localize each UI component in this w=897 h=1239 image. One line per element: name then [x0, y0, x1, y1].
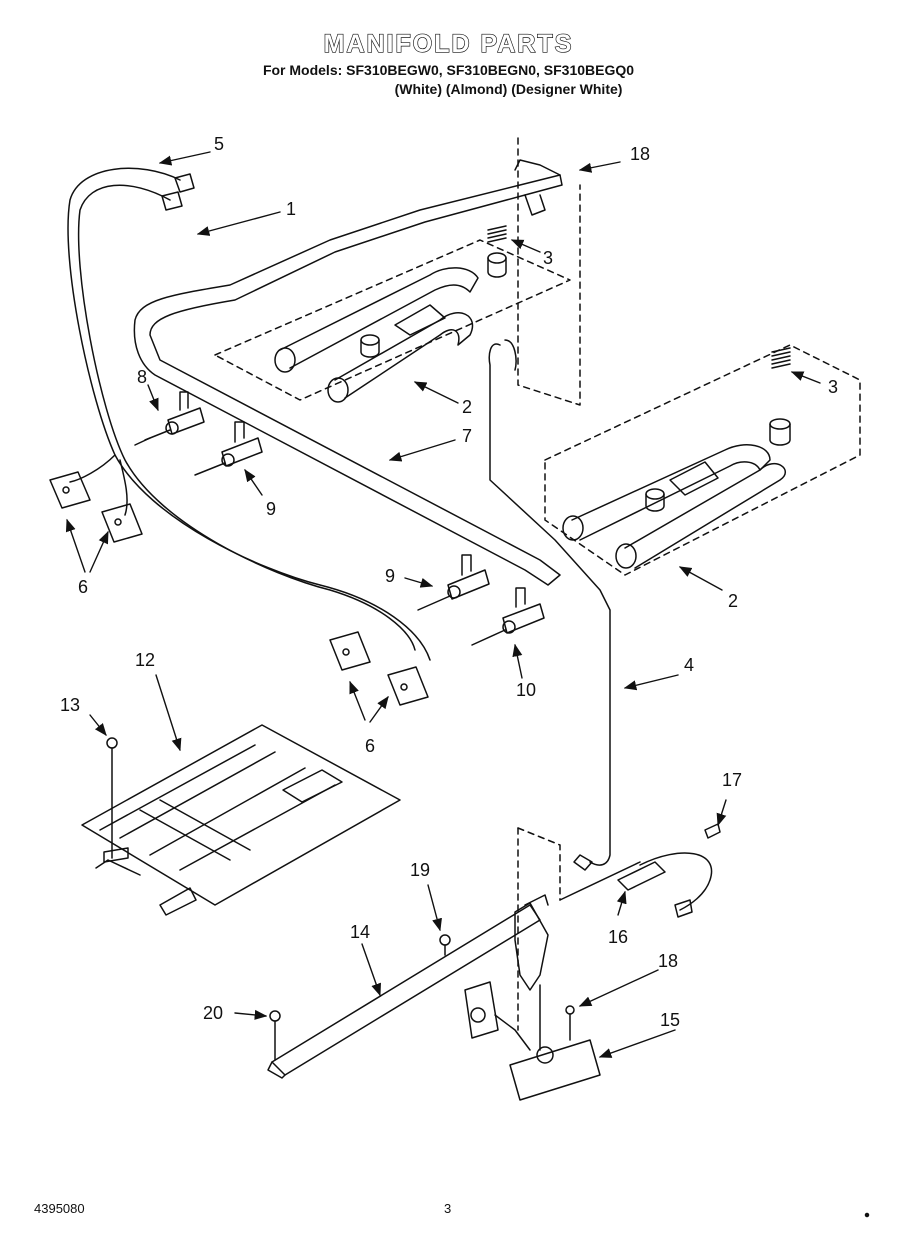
callout-10: 10: [516, 680, 536, 700]
oven-burner-screw: [269, 934, 451, 1061]
callout-16: 16: [608, 927, 628, 947]
callout-18-top: 18: [630, 144, 650, 164]
callout-18-bottom: 18: [658, 951, 678, 971]
callout-9-left: 9: [266, 499, 276, 519]
burner-tube-upper-b: [327, 304, 474, 403]
spring-right: [771, 347, 791, 369]
burner-tube-right-a: [562, 444, 771, 541]
callout-13: 13: [60, 695, 80, 715]
callout-9-right: 9: [385, 566, 395, 586]
burner-box-screw: [103, 737, 129, 863]
burner-cap-right-rear-body: [769, 423, 791, 446]
callout-2-right: 2: [728, 591, 738, 611]
oven-burner: [267, 894, 549, 1079]
callout-6-left: 6: [78, 577, 88, 597]
page-title: MANIFOLD PARTS: [323, 29, 574, 58]
burner-cap-upper-rear-body: [487, 257, 507, 278]
burner-tube-right-b: [615, 461, 786, 569]
callout-19: 19: [410, 860, 430, 880]
burner-cap-upper-rear: [487, 252, 507, 264]
burner-valve-9-left: [194, 421, 263, 476]
burner-cap-right-rear: [769, 418, 791, 430]
callout-8: 8: [137, 367, 147, 387]
burner-tray-rear: [214, 239, 571, 401]
callout-15: 15: [660, 1010, 680, 1030]
callout-17: 17: [722, 770, 742, 790]
burner-valve-9-right: [417, 554, 490, 611]
callout-4: 4: [684, 655, 694, 675]
callout-14: 14: [350, 922, 370, 942]
igniter-wire-harness: [49, 167, 431, 706]
callout-12: 12: [135, 650, 155, 670]
burner-cap-upper: [360, 334, 380, 346]
burner-cap-right: [645, 488, 665, 500]
callout-6-right: 6: [365, 736, 375, 756]
burner-valve-8: [134, 391, 205, 446]
page-number: 3: [444, 1201, 452, 1216]
spring-upper: [487, 225, 507, 243]
burner-cap-upper-body: [360, 339, 380, 358]
burner-cap-right-body: [645, 493, 665, 512]
oven-safety-valve: [464, 981, 601, 1101]
callout-5: 5: [214, 134, 224, 154]
burner-tray-right: [544, 344, 861, 576]
callout-1: 1: [286, 199, 296, 219]
callout-3-right: 3: [828, 377, 838, 397]
callout-leaders: [65, 151, 821, 1058]
callout-2-upper: 2: [462, 397, 472, 417]
model-list: For Models: SF310BEGW0, SF310BEGN0, SF31…: [262, 62, 635, 78]
burner-valve-10: [471, 587, 545, 646]
callout-7: 7: [462, 426, 472, 446]
callout-20: 20: [203, 1003, 223, 1023]
callout-3-upper: 3: [543, 248, 553, 268]
panel-outline: [517, 137, 581, 1031]
document-number: 4395080: [34, 1201, 85, 1216]
gas-supply-tube: [488, 339, 611, 871]
corner-mark: [864, 1212, 870, 1218]
model-color-variants: (White) (Almond) (Designer White): [394, 81, 623, 97]
burner-tube-upper-a: [274, 267, 479, 373]
oven-igniter: [559, 823, 721, 918]
burner-box: [81, 724, 401, 916]
